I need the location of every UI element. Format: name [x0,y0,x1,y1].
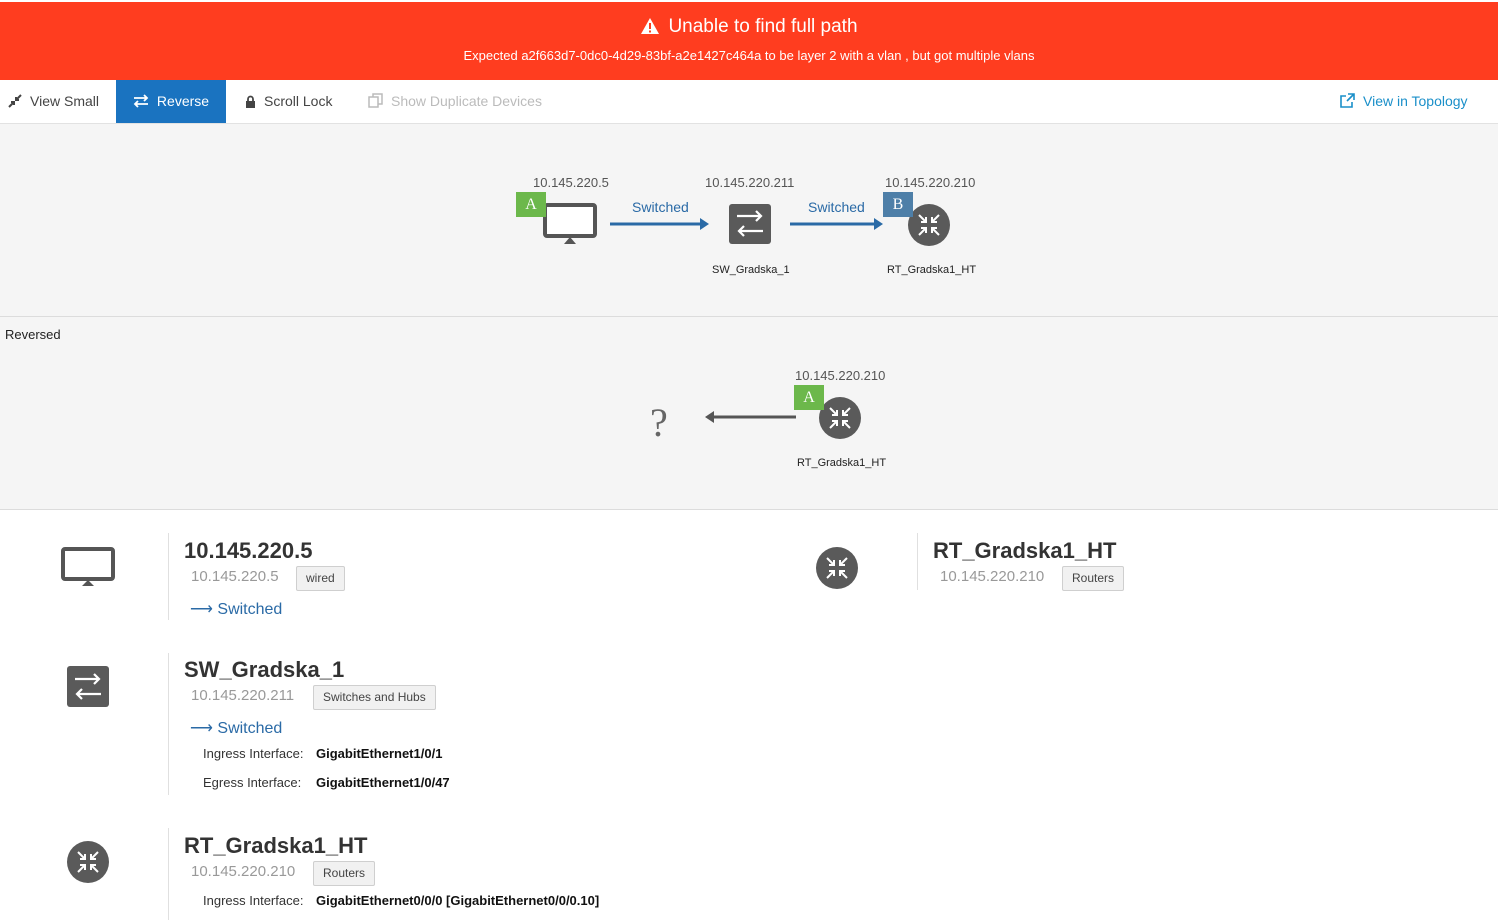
view-small-label: View Small [30,93,99,109]
router-icon [816,547,858,589]
device-title[interactable]: SW_Gradska_1 [184,657,345,682]
device-type-tag: Switches and Hubs [313,685,436,710]
path-start-badge: A [516,192,546,217]
ingress-interface-label: Ingress Interface: [203,893,304,908]
router-icon [819,397,861,439]
compress-icon [8,94,22,108]
node-ip: 10.145.220.210 [885,175,976,190]
external-link-icon [1340,93,1355,108]
ingress-interface-label: Ingress Interface: [203,746,304,761]
connection-label: Switched [217,720,283,737]
view-in-topology-label: View in Topology [1363,93,1468,109]
right-arrow-icon: ⟶ [190,720,213,737]
path-start-badge: A [794,385,824,410]
reverse-label: Reverse [156,93,210,109]
ingress-interface-value: GigabitEthernet0/0/0 [GigabitEthernet0/0… [316,893,600,908]
reversed-label: Reversed [5,327,61,342]
device-title[interactable]: RT_Gradska1_HT [184,833,368,858]
reverse-button[interactable]: Reverse [116,80,226,123]
error-banner: Unable to find full path Expected a2f663… [0,2,1498,80]
error-title: Unable to find full path [0,16,1498,38]
divider [168,828,169,920]
divider [917,533,918,590]
scroll-lock-label: Scroll Lock [264,93,333,109]
reversed-path-diagram: Reversed ? 10.145.220.210 A RT_Gradska1_… [0,317,1498,510]
view-small-button[interactable]: View Small [8,80,99,123]
divider [168,533,169,620]
hop-arrow [790,218,883,230]
ingress-interface-value: GigabitEthernet1/0/1 [316,746,443,761]
path-end-badge: B [883,192,913,217]
path-node-endpoint[interactable] [542,202,598,251]
connection-type: ⟶ Switched [190,718,282,738]
connection-label: Switched [217,601,283,618]
monitor-icon [543,203,597,244]
exchange-icon [133,94,149,108]
device-ip: 10.145.220.5 [191,568,279,585]
monitor-icon [61,547,115,586]
warning-icon [641,18,660,34]
device-type-tag: Routers [1062,566,1125,591]
switch-detail-icon [66,665,110,713]
device-type-tag: wired [296,566,345,591]
router-summary-icon [815,546,859,595]
endpoint-detail-icon [60,546,116,593]
path-node-router[interactable] [818,396,862,445]
show-duplicate-devices-button[interactable]: Show Duplicate Devices [368,80,542,123]
node-name: RT_Gradska1_HT [797,457,887,469]
device-ip: 10.145.220.210 [940,568,1045,585]
egress-interface-value: GigabitEthernet1/0/47 [316,775,450,790]
switch-icon [729,204,771,244]
path-node-router[interactable] [907,203,951,252]
error-title-text: Unable to find full path [668,16,858,37]
view-in-topology-link[interactable]: View in Topology [1340,80,1468,123]
node-name: SW_Gradska_1 [712,264,790,276]
reverse-hop-arrow [705,411,796,423]
node-ip: 10.145.220.210 [795,368,886,383]
path-node-switch[interactable] [728,203,772,250]
scroll-lock-button[interactable]: Scroll Lock [245,80,332,123]
router-detail-icon [66,840,110,889]
device-title[interactable]: 10.145.220.5 [184,538,313,563]
device-ip: 10.145.220.210 [191,863,296,880]
device-ip: 10.145.220.211 [191,687,295,704]
router-icon [67,841,109,883]
connection-type: ⟶ Switched [190,599,282,619]
node-ip: 10.145.220.211 [705,175,795,190]
switch-icon [67,666,109,707]
toolbar: View Small Reverse Scroll Lock Show Dupl… [0,80,1498,124]
error-message: Expected a2f663d7-0dc0-4d29-83bf-a2e1427… [463,48,1035,63]
node-name: RT_Gradska1_HT [887,264,977,276]
lock-icon [246,95,255,108]
right-arrow-icon: ⟶ [190,601,213,618]
hop-label: Switched [808,199,865,215]
copy-icon [368,93,383,108]
egress-interface-label: Egress Interface: [203,775,302,790]
node-ip: 10.145.220.5 [533,175,609,190]
device-title[interactable]: RT_Gradska1_HT [933,538,1117,563]
unknown-hop: ? [650,400,668,445]
hop-arrow [610,218,709,230]
hop-label: Switched [632,199,689,215]
router-icon [908,204,950,246]
show-duplicate-devices-label: Show Duplicate Devices [391,93,542,109]
forward-path-diagram: 10.145.220.5 10.145.220.211 10.145.220.2… [0,124,1498,317]
device-type-tag: Routers [313,861,376,886]
divider [168,653,169,795]
